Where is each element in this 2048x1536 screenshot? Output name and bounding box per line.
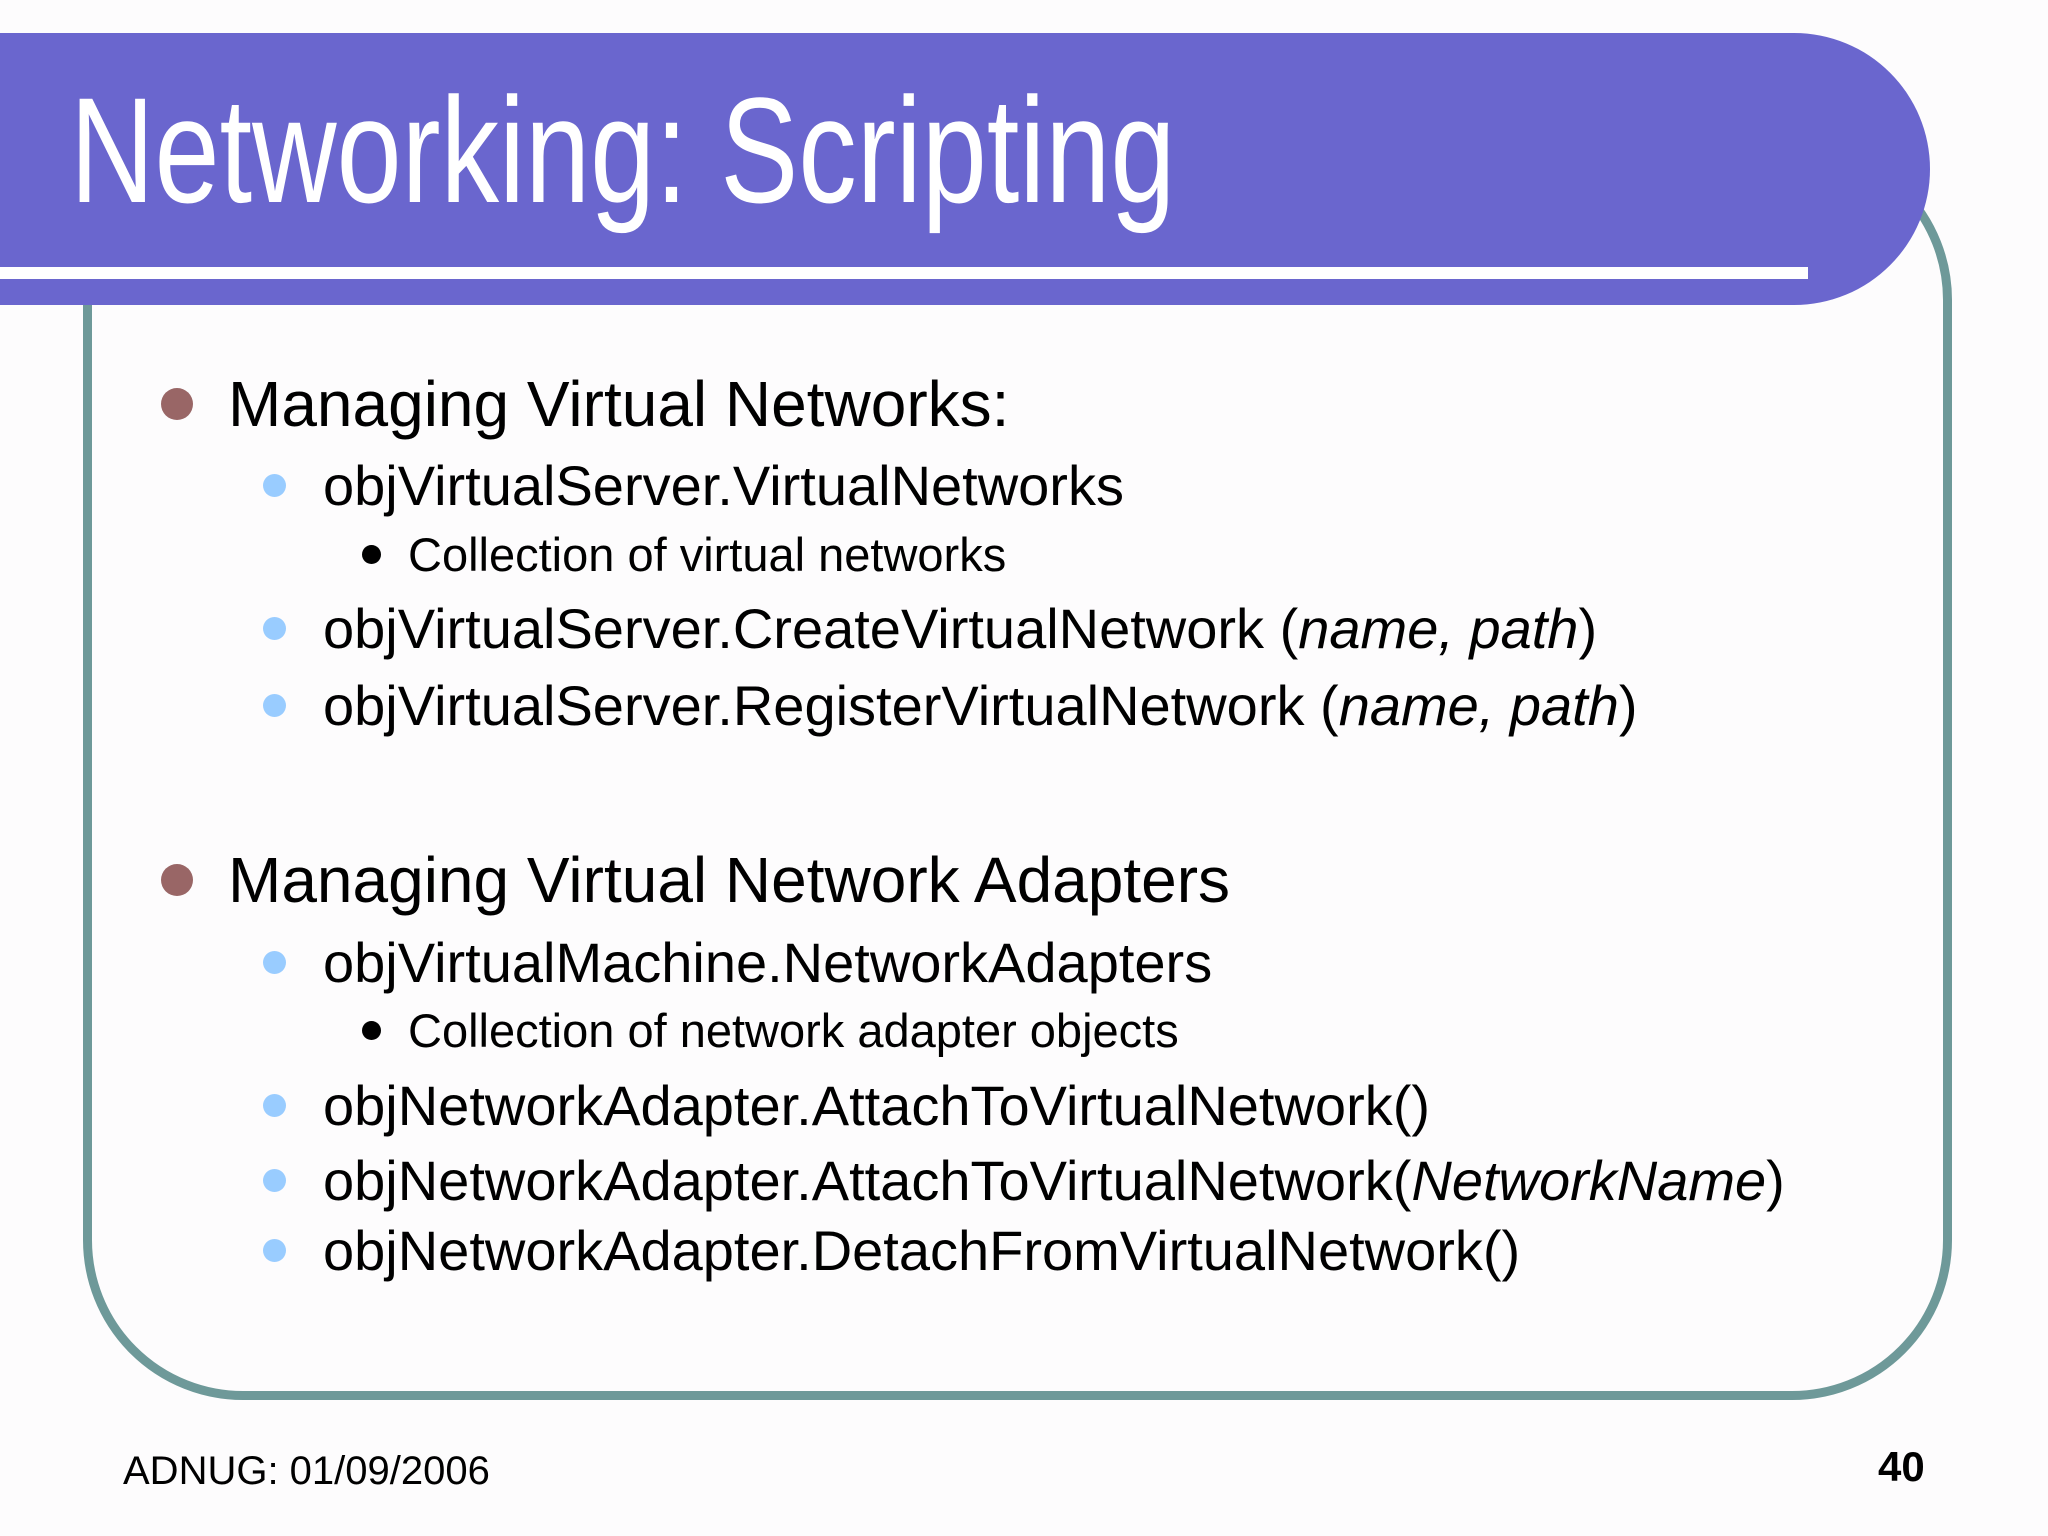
bullet-icon (263, 473, 286, 497)
bullet-item: objVirtualMachine.NetworkAdapters (263, 930, 1212, 994)
bullet-icon (161, 864, 193, 896)
bullet-item-label: Collection of network adapter objects (408, 1003, 1179, 1057)
bullet-icon (263, 950, 286, 974)
bullet-item-label: objVirtualServer.CreateVirtualNetwork (n… (323, 596, 1598, 660)
bullet-item: objNetworkAdapter.DetachFromVirtualNetwo… (263, 1218, 1520, 1282)
bullet-item: Managing Virtual Network Adapters (161, 844, 1230, 916)
bullet-item-label: Collection of virtual networks (408, 527, 1007, 581)
bullet-icon (263, 1093, 286, 1117)
bullet-item: objVirtualServer.VirtualNetworks (263, 453, 1124, 517)
page-number: 40 (1878, 1443, 1925, 1490)
bullet-icon (161, 388, 193, 420)
bullet-item: objNetworkAdapter.AttachToVirtualNetwork… (263, 1073, 1430, 1137)
bullet-item: Collection of virtual networks (362, 527, 1006, 581)
bullet-item: objNetworkAdapter.AttachToVirtualNetwork… (263, 1148, 1785, 1212)
bullet-item-label: Managing Virtual Network Adapters (228, 844, 1231, 916)
bullet-item-label: objVirtualServer.VirtualNetworks (323, 453, 1124, 517)
bullet-icon (263, 1168, 286, 1192)
bullet-item-label: objVirtualMachine.NetworkAdapters (323, 930, 1213, 994)
footer-date: ADNUG: 01/09/2006 (123, 1449, 490, 1493)
bullet-icon (362, 1020, 381, 1040)
slide-title: Networking: Scripting (70, 65, 1176, 234)
bullet-icon (263, 693, 286, 717)
bullet-item-label: objNetworkAdapter.AttachToVirtualNetwork… (323, 1148, 1785, 1212)
title-band: Networking: Scripting (0, 33, 1930, 305)
bullet-icon (263, 616, 286, 640)
bullet-item: objVirtualServer.CreateVirtualNetwork (n… (263, 596, 1597, 660)
bullet-item-label: objNetworkAdapter.DetachFromVirtualNetwo… (323, 1218, 1521, 1282)
bullet-item: Collection of network adapter objects (362, 1003, 1179, 1057)
bullet-item: objVirtualServer.RegisterVirtualNetwork … (263, 673, 1638, 737)
bullet-item-label: objVirtualServer.RegisterVirtualNetwork … (323, 673, 1638, 737)
title-underline (0, 267, 1808, 279)
bullet-item-label: objNetworkAdapter.AttachToVirtualNetwork… (323, 1073, 1431, 1137)
bullet-item-label: Managing Virtual Networks: (228, 368, 1010, 440)
bullet-item: Managing Virtual Networks: (161, 368, 1009, 440)
bullet-icon (362, 544, 381, 564)
bullet-icon (263, 1238, 286, 1262)
